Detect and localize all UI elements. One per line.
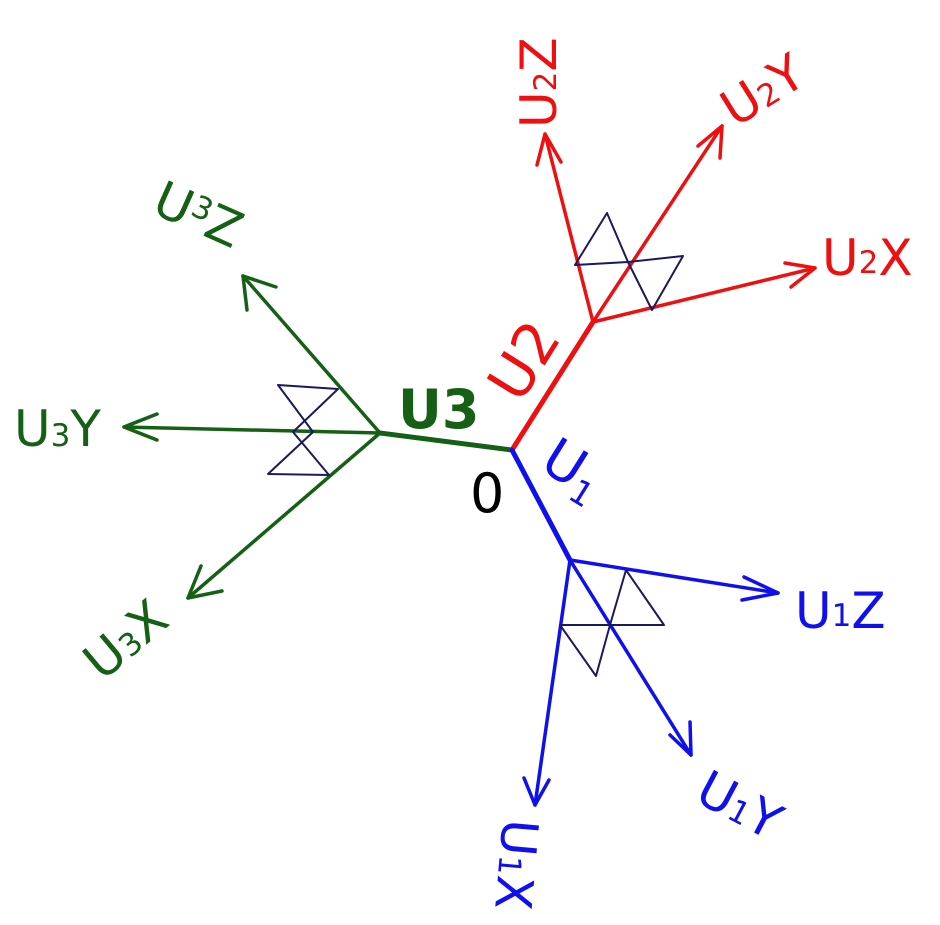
axis-u2y-arrowhead xyxy=(696,124,724,160)
axis-u1y-label: U1Y xyxy=(687,759,791,851)
arm-u3-label: U3 xyxy=(398,378,479,441)
arm-u2-segment xyxy=(509,319,596,453)
axis-u2x-label: U2X xyxy=(822,229,913,287)
axis-u1x-line xyxy=(533,558,572,807)
axis-u2z-arrowhead xyxy=(535,132,563,167)
arm-u1-segment xyxy=(509,447,573,563)
axis-u1z-arrowhead xyxy=(740,575,780,602)
axis-u3x-line xyxy=(186,431,382,600)
axis-u2z-line xyxy=(543,132,595,324)
axis-u2z-label: U2Z xyxy=(510,37,568,128)
axis-u1x-arrowhead xyxy=(522,776,551,807)
axis-u1z-label: U1Z xyxy=(795,582,886,640)
axis-u3y-label: U3Y xyxy=(14,400,101,458)
axis-u1z-line xyxy=(568,558,780,595)
axis-u3z-arrowhead xyxy=(241,274,278,312)
sensor-u2-symbol xyxy=(574,212,684,311)
axis-u1x-label: U1X xyxy=(483,817,549,912)
axis-u1y-line xyxy=(568,558,693,757)
axis-u3z-line xyxy=(241,274,382,435)
arm-u2-group xyxy=(509,124,817,453)
axis-u2y-label: U2Y xyxy=(711,43,816,138)
axis-u1y-arrowhead xyxy=(668,720,693,757)
origin-label: 0 xyxy=(470,462,504,525)
arm-u2-label: U2 xyxy=(474,309,574,412)
axis-u3x-label: U3X xyxy=(72,589,179,692)
arm-u3-group xyxy=(122,274,515,600)
sensor-u3-symbol xyxy=(267,384,339,476)
arm-u3-segment xyxy=(377,430,515,453)
axis-u3y-line xyxy=(122,425,382,435)
sensor-u1-symbol xyxy=(559,569,665,677)
axis-u2x-line xyxy=(591,266,817,324)
axis-u2x-arrowhead xyxy=(783,261,817,289)
axis-u3z-label: U3Z xyxy=(145,170,251,260)
axis-u3y-arrowhead xyxy=(122,412,159,442)
axis-u2y-line xyxy=(591,124,724,324)
arm-u1-group xyxy=(509,447,780,807)
axis-u3x-arrowhead xyxy=(186,564,224,600)
